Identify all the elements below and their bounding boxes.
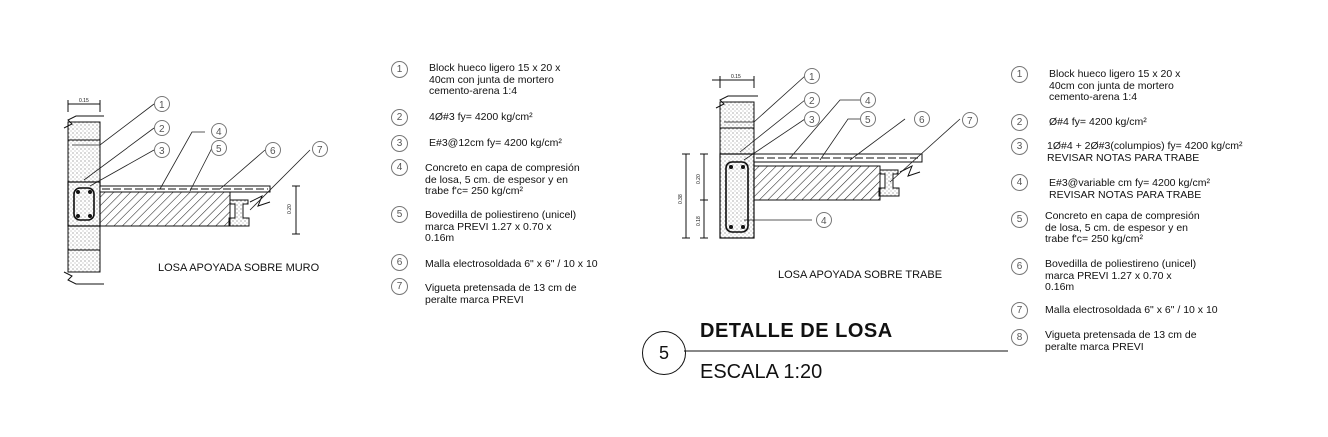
right-callout-4: 4 xyxy=(865,96,871,107)
left-detail-caption: LOSA APOYADA SOBRE MURO xyxy=(158,262,320,274)
note-left-bubble-2: 2 xyxy=(391,109,408,126)
right-callout-6: 6 xyxy=(919,115,925,126)
right-beam xyxy=(719,153,755,239)
note-left-6: Malla electrosoldada 6" x 6" / 10 x 10 xyxy=(425,258,598,270)
left-wall-break-bottom xyxy=(63,271,104,285)
right-dim-total-label: 0.38 xyxy=(678,194,684,204)
left-vigueta xyxy=(228,199,250,227)
note-right-bubble-4: 4 xyxy=(1011,174,1028,191)
right-wall-break xyxy=(715,95,758,109)
note-right-5: Concreto en capa de compresión de losa, … xyxy=(1045,210,1200,245)
right-callout-bottom: 4 xyxy=(821,216,827,227)
note-right-4: E#3@variable cm fy= 4200 kg/cm² REVISAR … xyxy=(1049,177,1210,201)
note-left-2: 4Ø#3 fy= 4200 kg/cm² xyxy=(429,111,533,123)
right-dim-wall-label: 0.15 xyxy=(731,74,741,80)
note-left-bubble-4: 4 xyxy=(391,159,408,176)
left-bovedilla xyxy=(99,191,231,227)
right-dim-slab-label: 0.20 xyxy=(696,174,702,184)
right-callout-2: 2 xyxy=(809,96,815,107)
note-right-bubble-3: 3 xyxy=(1011,138,1028,155)
right-detail-caption: LOSA APOYADA SOBRE TRABE xyxy=(778,269,943,281)
note-right-bubble-2: 2 xyxy=(1011,114,1028,131)
right-callout-7: 7 xyxy=(967,116,973,127)
right-stirrup xyxy=(725,161,749,233)
note-right-bubble-1: 1 xyxy=(1011,66,1028,83)
detail-number-bubble: 5 xyxy=(642,331,686,375)
note-left-bubble-7: 7 xyxy=(391,278,408,295)
note-left-7: Vigueta pretensada de 13 cm de peralte m… xyxy=(425,282,577,306)
note-left-bubble-5: 5 xyxy=(391,206,408,223)
right-detail: 0.15 0.38 0.20 0.18 xyxy=(678,68,978,239)
left-callout-bubbles: 1 2 3 4 5 6 7 xyxy=(154,96,328,158)
left-callout-2: 2 xyxy=(159,124,165,135)
note-left-5: Bovedilla de poliestireno (unicel) marca… xyxy=(425,209,577,244)
note-left-1: Block hueco ligero 15 x 20 x 40cm con ju… xyxy=(429,62,561,97)
note-right-bubble-7: 7 xyxy=(1011,302,1028,319)
note-right-8: Vigueta pretensada de 13 cm de peralte m… xyxy=(1045,329,1197,353)
left-dim-slab-label: 0.20 xyxy=(287,204,293,214)
note-left-4: Concreto en capa de compresión de losa, … xyxy=(425,162,580,197)
left-leaders xyxy=(72,103,311,211)
left-detail: 0.15 0.20 1 2 3 4 5 6 xyxy=(63,96,328,285)
right-dim-beam-label: 0.18 xyxy=(696,216,702,226)
right-vigueta xyxy=(878,169,900,197)
left-dim-wall-label: 0.15 xyxy=(79,98,89,104)
left-callout-7: 7 xyxy=(317,145,323,156)
right-callout-1: 1 xyxy=(809,72,815,83)
detail-title: DETALLE DE LOSA xyxy=(700,320,893,342)
note-right-6: Bovedilla de poliestireno (unicel) marca… xyxy=(1045,258,1197,293)
left-callout-5: 5 xyxy=(216,144,222,155)
right-callout-bubbles: 1 2 3 4 5 6 7 4 xyxy=(804,68,978,228)
right-callout-5: 5 xyxy=(865,115,871,126)
note-left-bubble-1: 1 xyxy=(391,61,408,78)
right-leaders xyxy=(724,75,961,221)
detail-scale: ESCALA 1:20 xyxy=(700,361,823,383)
note-right-1: Block hueco ligero 15 x 20 x 40cm con ju… xyxy=(1049,68,1181,103)
note-right-3: 1Ø#4 + 2Ø#3(columpios) fy= 4200 kg/cm² R… xyxy=(1047,140,1243,164)
right-callout-3: 3 xyxy=(809,115,815,126)
note-right-2: Ø#4 fy= 4200 kg/cm² xyxy=(1049,116,1147,128)
left-callout-1: 1 xyxy=(159,100,165,111)
note-left-3: E#3@12cm fy= 4200 kg/cm² xyxy=(429,137,562,149)
note-left-bubble-3: 3 xyxy=(391,135,408,152)
left-callout-3: 3 xyxy=(159,146,165,157)
note-right-bubble-6: 6 xyxy=(1011,258,1028,275)
right-bovedilla xyxy=(753,165,881,201)
left-callout-6: 6 xyxy=(270,146,276,157)
left-callout-4: 4 xyxy=(216,127,222,138)
note-right-bubble-8: 8 xyxy=(1011,329,1028,346)
left-stirrup xyxy=(73,187,95,221)
note-left-bubble-6: 6 xyxy=(391,254,408,271)
left-wall-upper-block xyxy=(67,121,101,183)
left-wall-lower-block xyxy=(67,225,101,273)
note-right-7: Malla electrosoldada 6" x 6" / 10 x 10 xyxy=(1045,304,1218,316)
note-right-bubble-5: 5 xyxy=(1011,211,1028,228)
left-wall-break-top xyxy=(63,115,104,129)
